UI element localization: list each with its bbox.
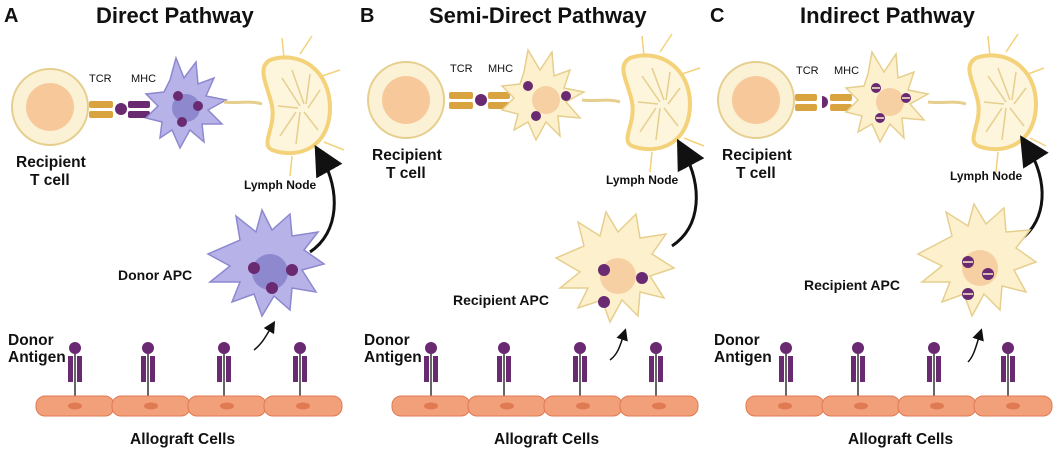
mhc-label: MHC — [488, 63, 513, 75]
allograft-cells — [391, 395, 699, 417]
uptake-arrow — [253, 320, 276, 351]
donor-antigens — [68, 342, 307, 398]
t-cell-label-line1: Recipient — [16, 154, 86, 171]
lymph-node-label: Lymph Node — [606, 173, 679, 187]
recipient-apc-bottom — [554, 210, 676, 324]
allograft-cells — [745, 395, 1053, 417]
lymph-node — [967, 33, 1047, 173]
tcr-label: TCR — [89, 73, 112, 85]
apc-label: Recipient APC — [804, 277, 900, 293]
panel-letter: B — [360, 5, 374, 27]
panel-title: Direct Pathway — [96, 3, 254, 28]
donor-antigens — [779, 342, 1015, 398]
mhc-label: MHC — [834, 65, 859, 77]
lymph-node-label: Lymph Node — [244, 178, 317, 192]
donor-antigen-label-line1: Donor — [364, 332, 410, 349]
allograft-label: Allograft Cells — [130, 431, 235, 448]
antigen-peptide — [822, 96, 828, 108]
t-cell-label-line1: Recipient — [372, 147, 442, 164]
recipient-t-cell — [11, 68, 89, 146]
recipient-t-cell — [367, 61, 445, 139]
uptake-arrow — [967, 328, 984, 363]
donor-antigen-label-line1: Donor — [714, 332, 760, 349]
panel-b: B Semi-Direct Pathway Recipient T cell T… — [360, 3, 705, 448]
mhc-molecule — [830, 94, 852, 111]
tcr-receptor — [795, 94, 817, 111]
recipient-apc-top — [500, 47, 587, 142]
recipient-t-cell — [717, 61, 795, 139]
mhc-molecule — [128, 101, 150, 118]
panel-c: C Indirect Pathway Recipient T cell TCR … — [710, 3, 1053, 448]
tcr-label: TCR — [450, 63, 473, 75]
uptake-arrow — [609, 328, 628, 361]
t-cell-label-line2: T cell — [30, 172, 70, 189]
donor-antigen-label-line1: Donor — [8, 332, 54, 349]
allograft-label: Allograft Cells — [494, 431, 599, 448]
migration-arrow — [671, 138, 705, 248]
tcr-label: TCR — [796, 65, 819, 77]
apc-label: Recipient APC — [453, 292, 549, 308]
allograft-cells — [35, 395, 343, 417]
migration-arrow — [309, 144, 343, 254]
migration-arrow — [1019, 135, 1049, 242]
t-cell-label-line2: T cell — [736, 165, 776, 182]
lymph-node-label: Lymph Node — [950, 169, 1023, 183]
panel-letter: A — [4, 5, 18, 27]
t-cell-label-line1: Recipient — [722, 147, 792, 164]
panel-title: Semi-Direct Pathway — [429, 3, 647, 28]
antigen-peptide — [475, 94, 487, 106]
donor-antigen-label-line2: Antigen — [364, 349, 422, 366]
panel-letter: C — [710, 5, 724, 27]
recipient-apc-top — [844, 49, 931, 144]
lymph-node — [261, 35, 345, 177]
tcr-receptor — [89, 101, 113, 118]
tcr-receptor — [449, 92, 473, 109]
apc-label: Donor APC — [118, 267, 192, 283]
lymph-node — [621, 33, 705, 173]
donor-antigens — [424, 342, 663, 398]
allograft-label: Allograft Cells — [848, 431, 953, 448]
panel-a: A Direct Pathway Recipient T cell TCR MH… — [4, 3, 345, 448]
recipient-apc-bottom — [916, 202, 1038, 318]
antigen-peptide — [115, 103, 127, 115]
mhc-label: MHC — [131, 73, 156, 85]
t-cell-label-line2: T cell — [386, 165, 426, 182]
panel-title: Indirect Pathway — [800, 3, 976, 28]
donor-apc-bottom — [206, 207, 326, 318]
donor-antigen-label-line2: Antigen — [714, 349, 772, 366]
donor-apc-top — [144, 55, 229, 150]
donor-antigen-label-line2: Antigen — [8, 349, 66, 366]
